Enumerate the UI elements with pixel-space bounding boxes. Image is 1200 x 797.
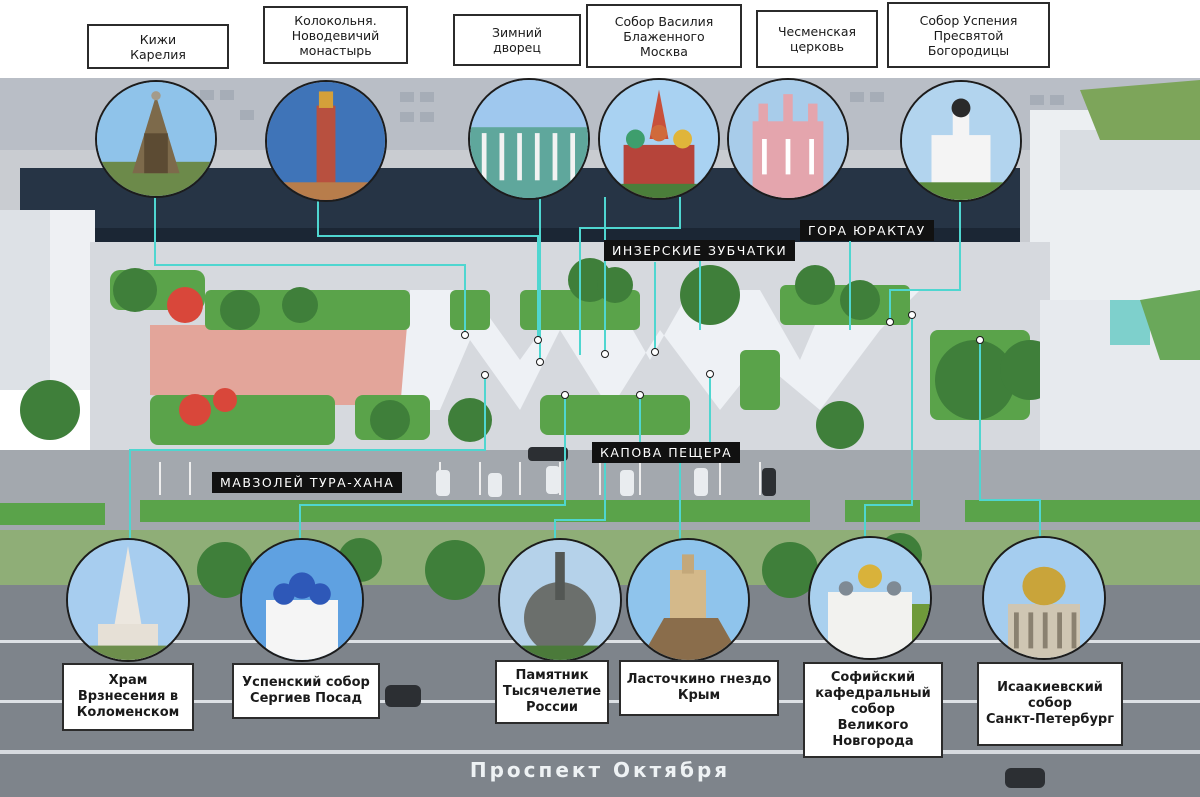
zone-label: ГОРА ЮРАКТАУ — [800, 220, 934, 241]
landmark-label-text: Памятник Тысячелетие России — [502, 668, 602, 715]
connector-dot — [651, 348, 659, 356]
connector-dot — [976, 336, 984, 344]
landmark-label: Чесменская церковь — [756, 10, 878, 68]
bell-tower-photo — [265, 80, 387, 202]
zone-label: МАВЗОЛЕЙ ТУРА-ХАНА — [212, 472, 403, 493]
landmark-label: Исаакиевский собор Санкт-Петербург — [977, 662, 1123, 746]
connector-dot — [561, 391, 569, 399]
landmark-label-text: Зимний дворец — [492, 25, 542, 55]
landmark-label: Собор Успения Пресвятой Богородицы — [887, 2, 1050, 68]
connector-dot — [461, 331, 469, 339]
ascension-church-photo — [66, 538, 190, 662]
landmark-label: Кижи Карелия — [87, 24, 229, 69]
connector-dot — [536, 358, 544, 366]
landmark-label: Успенский собор Сергиев Посад — [232, 663, 380, 719]
connector-dot — [534, 336, 542, 344]
landmark-label-text: Колокольня. Новодевичий монастырь — [291, 12, 380, 58]
millennium-monument-photo — [498, 538, 622, 662]
landmark-label: Колокольня. Новодевичий монастырь — [263, 6, 408, 64]
connector-dot — [908, 311, 916, 319]
landmark-label-text: Успенский собор Сергиев Посад — [242, 675, 370, 706]
landmark-label-text: Собор Успения Пресвятой Богородицы — [919, 12, 1018, 58]
connector-dot — [636, 391, 644, 399]
landmark-label: Памятник Тысячелетие России — [495, 660, 609, 724]
connector-dot — [706, 370, 714, 378]
landmark-label: Храм Врзнесения в Коломенском — [62, 663, 194, 731]
landmark-label-text: Кижи Карелия — [130, 31, 186, 62]
landmark-label: Софийский кафедральный собор Великого Но… — [803, 662, 943, 758]
st-basil-photo — [598, 78, 720, 200]
swallows-nest-photo — [626, 538, 750, 662]
wooden-church-photo — [95, 80, 217, 198]
landmark-label-text: Собор Василия Блаженного Москва — [614, 13, 714, 59]
landmark-label: Ласточкино гнездо Крым — [619, 660, 779, 716]
landmark-label: Собор Василия Блаженного Москва — [586, 4, 742, 68]
zone-label: ИНЗЕРСКИЕ ЗУБЧАТКИ — [604, 240, 796, 261]
dormition-cathedral-photo — [900, 80, 1022, 202]
landmark-label-text: Храм Врзнесения в Коломенском — [76, 673, 180, 720]
st-sophia-photo — [808, 536, 932, 660]
connector-dot — [886, 318, 894, 326]
landmark-label-text: Ласточкино гнездо Крым — [626, 672, 772, 703]
street-name: Проспект Октября — [469, 758, 731, 782]
st-isaac-photo — [982, 536, 1106, 660]
landmark-label: Зимний дворец — [453, 14, 581, 66]
winter-palace-photo — [468, 78, 590, 200]
connector-dot — [481, 371, 489, 379]
landmark-label-text: Софийский кафедральный собор Великого Но… — [815, 670, 931, 749]
landmark-label-text: Чесменская церковь — [777, 24, 857, 54]
connector-dot — [601, 350, 609, 358]
landmark-label-text: Исаакиевский собор Санкт-Петербург — [985, 680, 1115, 727]
zone-label: КАПОВА ПЕЩЕРА — [592, 442, 741, 463]
sergiev-posad-photo — [240, 538, 364, 662]
chesme-church-photo — [727, 78, 849, 200]
